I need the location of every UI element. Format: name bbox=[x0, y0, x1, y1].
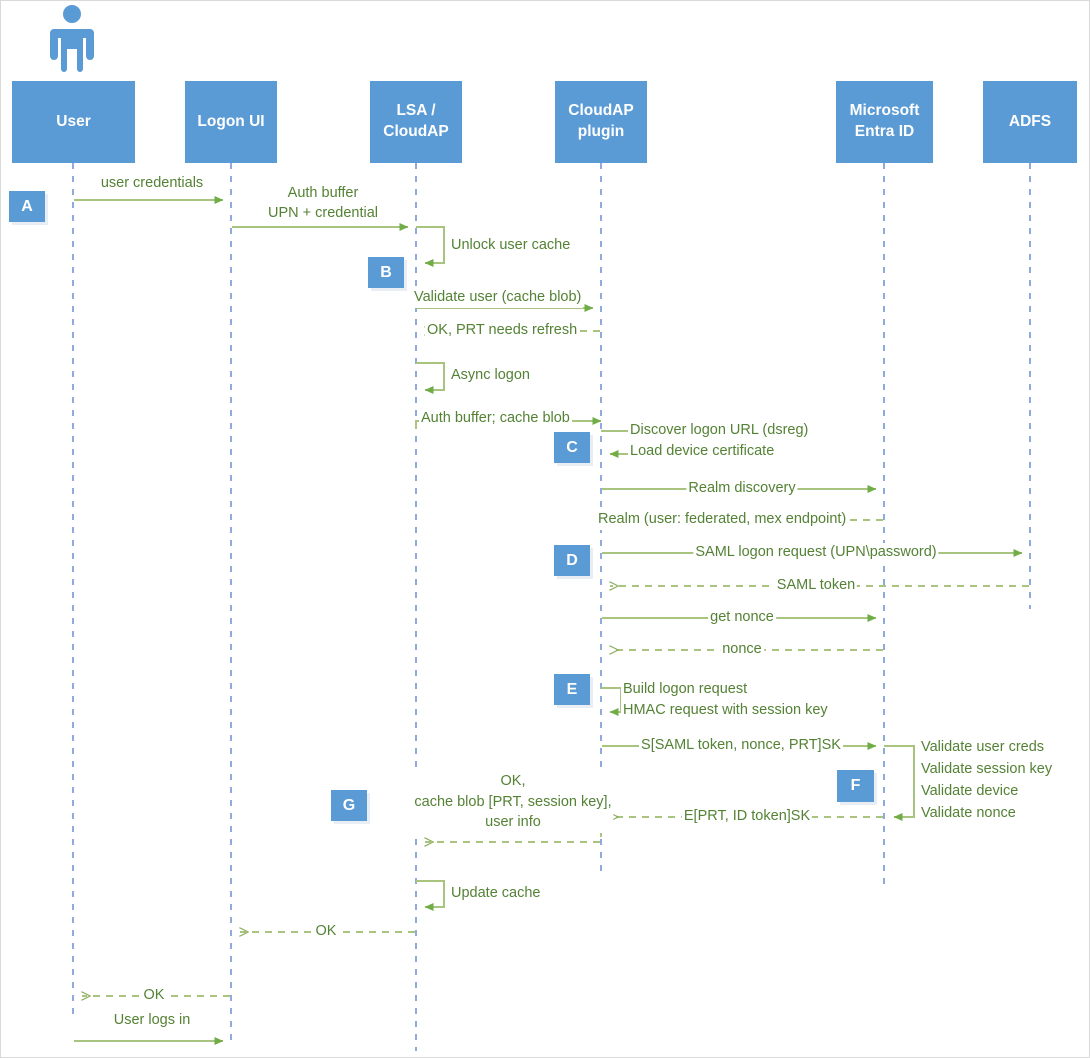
message-label-m22: OK bbox=[141, 986, 167, 1006]
message-label-m11: SAML logon request (UPN\password) bbox=[693, 543, 939, 563]
actor-label-user: User bbox=[56, 112, 91, 130]
actor-box-lsa[interactable]: LSA / CloudAP bbox=[370, 81, 462, 163]
actor-box-plugin[interactable]: CloudAP plugin bbox=[555, 81, 647, 163]
message-label-m02: Auth buffer UPN + credential bbox=[265, 184, 381, 224]
step-badge-f[interactable]: F bbox=[837, 770, 874, 802]
message-label-m07: Auth buffer; cache blob bbox=[419, 409, 572, 429]
actor-box-logonui[interactable]: Logon UI bbox=[185, 81, 277, 163]
actor-label-logonui: Logon UI bbox=[197, 112, 265, 130]
actor-label-lsa: LSA / CloudAP bbox=[383, 102, 449, 140]
arrow-m08 bbox=[601, 430, 630, 458]
actor-box-entra[interactable]: Microsoft Entra ID bbox=[836, 81, 933, 163]
message-label-m20: Update cache bbox=[449, 884, 543, 904]
message-label-m05: OK, PRT needs refresh bbox=[425, 321, 580, 341]
message-label-m12: SAML token bbox=[774, 576, 858, 596]
message-label-m23: User logs in bbox=[111, 1011, 193, 1031]
step-badge-g[interactable]: G bbox=[331, 790, 367, 821]
arrow-m03 bbox=[416, 226, 445, 267]
message-label-m15: Build logon request HMAC request with se… bbox=[621, 679, 830, 721]
message-label-m09: Realm discovery bbox=[686, 479, 798, 499]
step-badge-g-label: G bbox=[342, 796, 356, 814]
message-label-m17: Validate user creds Validate session key… bbox=[919, 736, 1055, 825]
actor-label-entra: Microsoft Entra ID bbox=[849, 102, 920, 140]
actor-label-adfs: ADFS bbox=[1008, 112, 1052, 130]
message-label-m01: user credentials bbox=[98, 174, 206, 194]
message-label-m16: S[SAML token, nonce, PRT]SK bbox=[639, 736, 843, 756]
message-label-m14: nonce bbox=[720, 640, 764, 660]
step-badge-e-label: E bbox=[566, 680, 578, 698]
step-badge-d-label: D bbox=[566, 551, 578, 569]
arrow-m06 bbox=[416, 362, 445, 394]
step-badge-c-label: C bbox=[566, 438, 578, 456]
message-label-m13: get nonce bbox=[708, 608, 776, 628]
actor-box-adfs[interactable]: ADFS bbox=[983, 81, 1077, 163]
step-badge-b[interactable]: B bbox=[368, 257, 404, 288]
arrow-m17 bbox=[884, 745, 915, 821]
message-label-m10: Realm (user: federated, mex endpoint) bbox=[596, 510, 849, 530]
arrow-m15 bbox=[601, 687, 622, 716]
arrow-m20 bbox=[416, 880, 445, 911]
message-label-m04: Validate user (cache blob) bbox=[412, 288, 584, 308]
step-badge-d[interactable]: D bbox=[554, 545, 590, 576]
step-badge-a[interactable]: A bbox=[9, 191, 45, 222]
step-badge-c[interactable]: C bbox=[554, 432, 590, 463]
message-label-m03: Unlock user cache bbox=[449, 236, 573, 256]
step-badge-b-label: B bbox=[380, 263, 392, 281]
actor-label-plugin: CloudAP plugin bbox=[568, 102, 634, 140]
step-badge-f-label: F bbox=[850, 777, 861, 794]
message-label-m06: Async logon bbox=[449, 366, 532, 386]
step-badge-e[interactable]: E bbox=[554, 674, 590, 705]
person-icon bbox=[50, 5, 94, 72]
message-label-m18: E[PRT, ID token]SK bbox=[681, 807, 813, 827]
step-badge-a-label: A bbox=[21, 197, 33, 215]
message-label-m19: OK, cache blob [PRT, session key], user … bbox=[412, 771, 614, 833]
message-label-m21: OK bbox=[313, 922, 339, 942]
message-label-m08: Discover logon URL (dsreg) Load device c… bbox=[628, 420, 811, 462]
actor-box-user[interactable]: User bbox=[12, 81, 135, 163]
